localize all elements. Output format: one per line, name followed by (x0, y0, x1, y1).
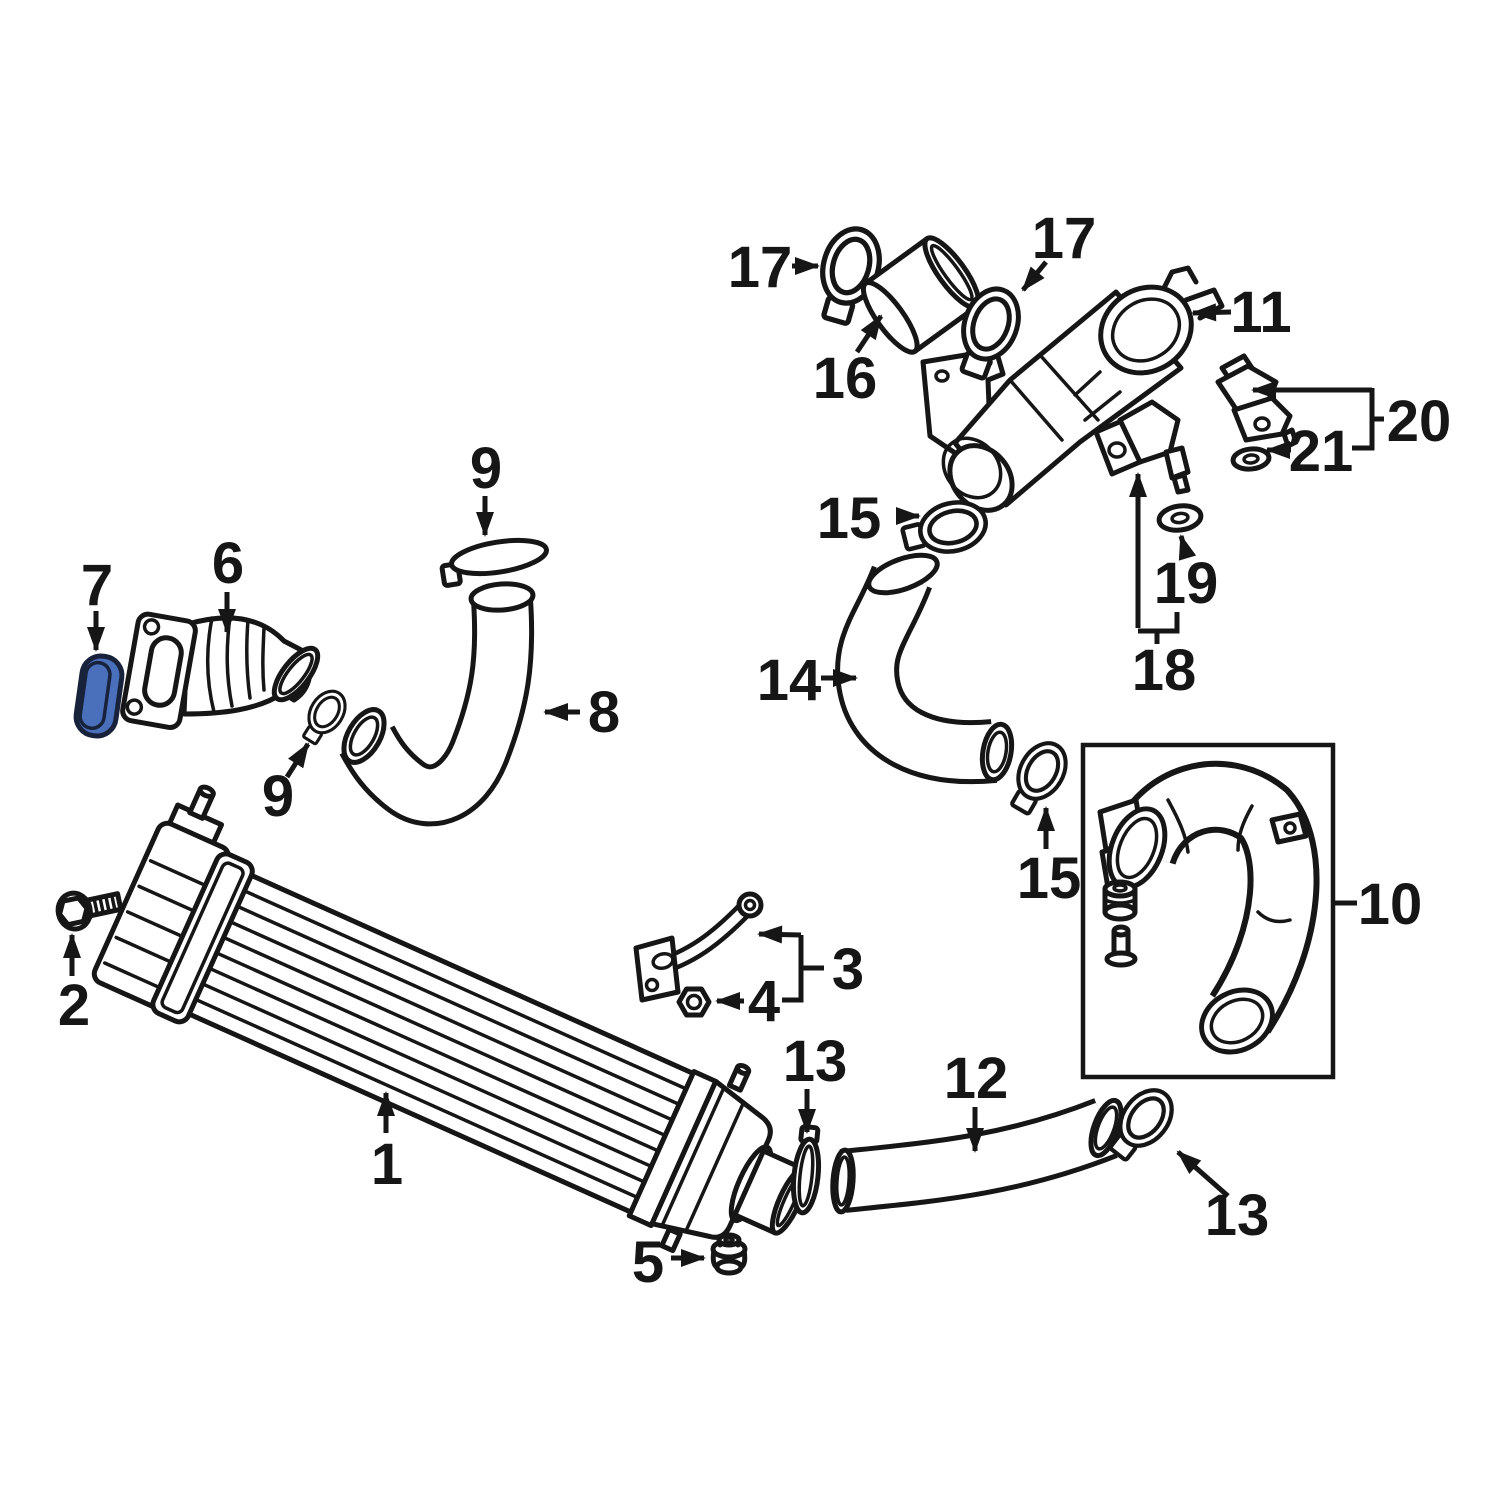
callout-label-6: 6 (212, 531, 244, 596)
callout-label-7: 7 (81, 553, 113, 618)
callout-label-8: 8 (588, 680, 620, 745)
kit-bushing (1102, 879, 1138, 922)
intercooler-core (183, 871, 696, 1215)
part-outlet-hose (339, 581, 536, 827)
callout-arrow-16 (854, 314, 884, 354)
part-sensor-20 (1215, 353, 1299, 449)
callout-label-13-left: 13 (783, 1029, 848, 1094)
callout-bracket-3 (782, 935, 824, 1003)
part-clamp-15-upper (899, 496, 991, 562)
part-sensor-18 (1093, 399, 1191, 495)
callout-arrow-3 (757, 925, 802, 944)
part-inlet-hose (835, 552, 1015, 785)
callout-label-5: 5 (632, 1230, 664, 1295)
callout-label-21: 21 (1289, 419, 1354, 484)
callout-label-1: 1 (371, 1132, 403, 1197)
part-clamp-9-upper (439, 537, 549, 588)
callout-label-13-right: 13 (1205, 1183, 1270, 1248)
callout-label-18: 18 (1132, 638, 1197, 703)
callout-label-10: 10 (1358, 872, 1423, 937)
part-hose-sleeve (860, 235, 982, 355)
part-intercooler (91, 784, 809, 1254)
callout-arrow-9-lower (284, 742, 311, 779)
callout-arrow-11 (1191, 303, 1232, 322)
part-rubber-mount (710, 1232, 748, 1276)
callout-label-17-left: 17 (728, 235, 793, 300)
duct-opening (1199, 987, 1275, 1055)
callout-label-19: 19 (1154, 551, 1219, 616)
part-bolt (55, 890, 124, 932)
callout-label-15-lower: 15 (1017, 846, 1082, 911)
part-washer-21 (1230, 446, 1272, 472)
kit-stud (1104, 924, 1138, 968)
callout-labels: 17 16 17 11 20 21 15 19 18 14 15 10 9 8 … (58, 206, 1451, 1295)
callout-bracket-18 (1138, 612, 1180, 644)
callout-label-16: 16 (813, 346, 878, 411)
part-air-duct-kit (1080, 742, 1336, 1080)
callout-bracket-20 (1352, 388, 1384, 451)
callout-label-2: 2 (58, 973, 90, 1038)
part-outlet-pipe (830, 1097, 1124, 1215)
callout-arrow-13-right (1176, 1150, 1230, 1198)
part-clamp-13-left (790, 1124, 822, 1216)
bolt-head (57, 895, 90, 928)
part-gasket-highlighted (73, 653, 125, 739)
callout-label-4: 4 (748, 969, 780, 1034)
callout-label-20: 20 (1387, 389, 1452, 454)
callout-label-3: 3 (832, 937, 864, 1002)
callout-arrow-17-right (1021, 260, 1048, 292)
part-washer-19 (1156, 503, 1204, 533)
part-bracket (633, 891, 764, 1003)
callout-label-17-right: 17 (1032, 206, 1097, 271)
callout-label-9-upper: 9 (470, 436, 502, 501)
part-nut (676, 986, 712, 1018)
part-outlet-elbow (120, 611, 321, 730)
callout-label-11: 11 (1230, 280, 1291, 345)
callout-label-14: 14 (757, 648, 822, 713)
callout-leaders (63, 257, 1384, 1267)
intercooler-end-frame (150, 851, 255, 1025)
callout-label-12: 12 (944, 1046, 1009, 1111)
callout-label-15-upper: 15 (817, 486, 882, 551)
callout-arrow-19 (1178, 534, 1197, 561)
pipe-mouth (1098, 284, 1194, 376)
callout-label-9-lower: 9 (262, 764, 294, 829)
